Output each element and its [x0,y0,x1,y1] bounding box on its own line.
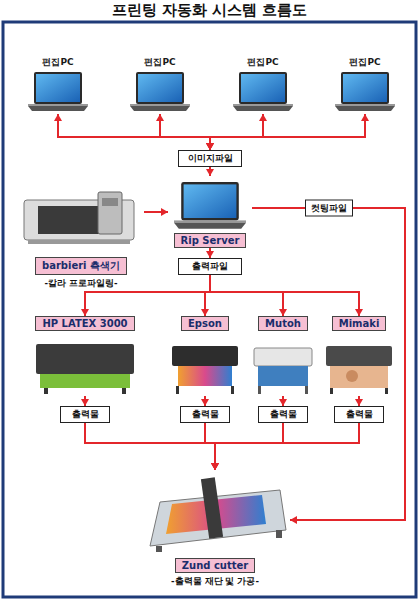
connector-arrow [156,114,214,150]
connector-line [85,423,215,470]
arrow-head [206,169,214,176]
node-label: 출력물 [72,408,99,421]
node-label: 편집PC [42,56,73,69]
connector-arrow [355,396,363,406]
device-node: Rip Server [168,176,252,248]
node-label: 이미지파일 [188,152,233,165]
connector-arrow [210,275,287,316]
connector-arrow [206,167,214,176]
connector-arrow [210,275,363,316]
arrow-head [201,309,209,316]
connector-line [215,423,283,470]
arrow-head [211,463,219,470]
arrow-head [156,114,164,121]
node-label: 출력물 [346,408,373,421]
arrow-head [355,399,363,406]
connector-line [210,114,263,150]
device-node: Zund cutter -출력물 재단 및 가공- [140,470,290,588]
arrow-head [206,143,214,150]
arrow-head [211,463,219,470]
node-label: HP LATEX 3000 [35,316,134,331]
arrow-head [211,463,219,470]
node-label: 출력파일 [192,260,228,273]
node-label: Mimaki [332,316,387,331]
arrow-head [361,114,369,121]
arrow-head [54,114,62,121]
connector-arrow [206,114,267,150]
node-subtitle: -출력물 재단 및 가공- [171,576,259,588]
node-label: 편집PC [247,56,278,69]
printer-node: Mimaki [322,316,396,396]
node-label: Mutoh [258,316,308,331]
device-node: barbieri 측색기 -칼라 프로파일링- [18,184,144,290]
connector-arrow [206,248,214,258]
arrow-head [81,309,89,316]
arrow-head [206,251,214,258]
arrow-head [211,463,219,470]
editing-pc: 편집PC [235,56,291,114]
page-frame [3,22,416,597]
connector-arrow [201,396,209,406]
connector-arrow [54,114,214,150]
node-label: 출력물 [270,408,297,421]
connector-arrow [144,208,168,216]
file-box: 출력물 [334,406,384,423]
connector-line [160,114,210,150]
printer-illustrations [36,344,392,394]
connector-arrow [211,423,283,470]
arrow-head [355,309,363,316]
diagram-title: 프린팅 자동화 시스템 흐름도 [0,1,419,20]
file-box: 출력파일 [178,258,242,275]
connector-line [210,275,283,316]
editing-pc: 편집PC [337,56,393,114]
file-box: 출력물 [258,406,308,423]
colorimeter-illustration [24,192,134,244]
node-label: Rip Server [174,233,247,248]
connector-line [215,423,359,470]
connector-line [252,208,405,520]
cutter-illustration [150,477,286,552]
node-label: Epson [181,316,229,331]
file-box: 출력물 [180,406,230,423]
node-label: Zund cutter [175,558,255,573]
node-label: 편집PC [144,56,175,69]
editing-pc: 편집PC [132,56,188,114]
arrow-head [279,309,287,316]
arrow-head [259,114,267,121]
arrow-head [290,516,297,524]
connector-line [205,423,215,470]
printer-node: HP LATEX 3000 [30,316,140,396]
connector-arrow [81,396,89,406]
connector-arrow [201,275,210,316]
connector-arrow [211,423,359,470]
connector-arrow [85,423,219,470]
printer-node: Epson [167,316,243,396]
arrow-head [206,143,214,150]
arrow-head [279,399,287,406]
connector-line [210,275,359,316]
file-box: 이미지파일 [178,150,242,167]
arrow-head [201,399,209,406]
editing-pc: 편집PC [30,56,86,114]
node-subtitle: -칼라 프로파일링- [44,278,117,290]
arrow-head [206,143,214,150]
printer-node: Mutoh [250,316,316,396]
node-label: 편집PC [349,56,380,69]
file-box: 출력물 [60,406,110,423]
connector-arrow [205,423,219,470]
connector-line [58,114,210,150]
node-label: barbieri 측색기 [35,257,127,275]
connector-arrow [206,114,369,150]
connector-line [210,114,365,150]
connector-arrow [279,396,287,406]
edge-label: 컷팅파일 [305,200,353,217]
arrow-head [206,143,214,150]
arrow-head [81,399,89,406]
arrow-head [161,208,168,216]
connector-arrow [252,208,405,524]
node-label: 출력물 [192,408,219,421]
